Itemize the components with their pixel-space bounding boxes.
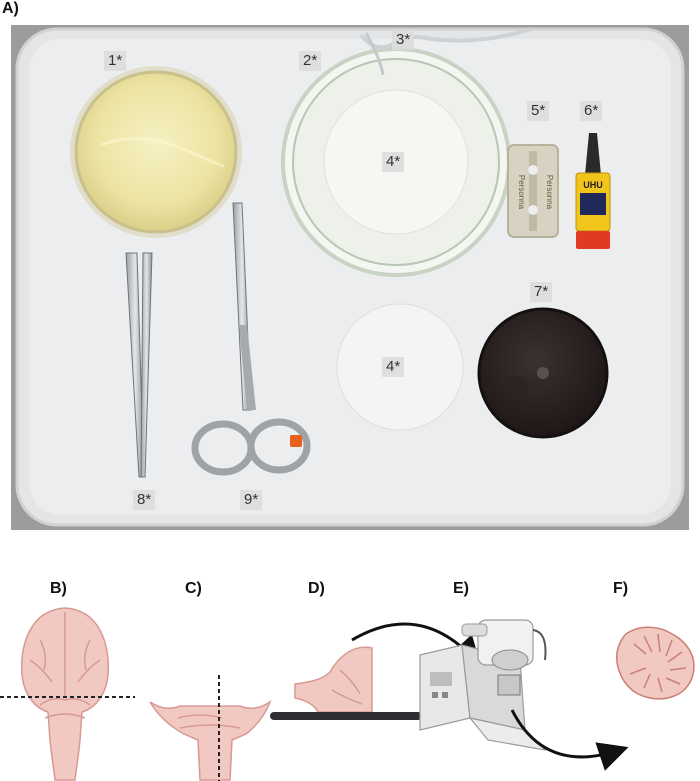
panel-f-title: F) <box>613 580 629 597</box>
panel-d-title: D) <box>308 580 325 597</box>
label-item-1: 1* <box>104 51 127 71</box>
svg-text:Personna: Personna <box>545 175 554 210</box>
specimen-disc <box>477 307 609 439</box>
panel-b-title: B) <box>50 580 67 597</box>
agar-petri-dish <box>70 66 242 238</box>
label-item-4-dish: 4* <box>382 152 405 172</box>
label-item-8: 8* <box>133 490 156 510</box>
label-item-6: 6* <box>580 101 603 121</box>
tubing <box>359 27 532 50</box>
glue-bottle: UHU <box>575 133 611 249</box>
label-item-5: 5* <box>527 101 550 121</box>
block-on-disc <box>294 646 373 713</box>
panel-a-title: A) <box>2 0 19 17</box>
panel-e-title: E) <box>453 580 469 597</box>
label-item-4-disc: 4* <box>382 357 405 377</box>
label-item-2: 2* <box>299 51 322 71</box>
blade-brand-text: Personna <box>517 175 526 210</box>
panel-c-title: C) <box>185 580 202 597</box>
razor-blade: Personna Personna <box>507 144 559 238</box>
glue-brand-text: UHU <box>583 180 603 190</box>
brain-slice <box>616 626 695 700</box>
arrow-to-slice <box>510 709 629 771</box>
vibratome-machine <box>419 619 547 751</box>
brain-dorsal-view <box>21 607 109 781</box>
label-item-9: 9* <box>240 490 263 510</box>
forceps <box>125 252 153 478</box>
scissors <box>191 202 311 476</box>
specimen-disc-profile <box>270 712 422 720</box>
label-item-3: 3* <box>392 30 415 50</box>
brain-posterior-block <box>149 700 272 781</box>
procedure-diagram <box>0 607 695 781</box>
label-item-7: 7* <box>530 282 553 302</box>
